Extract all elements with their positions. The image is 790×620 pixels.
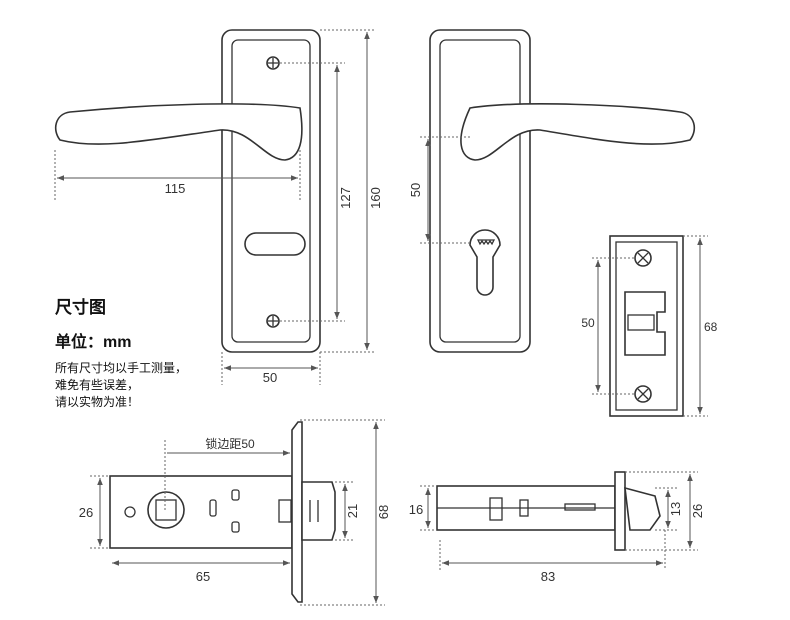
dim-plate-height: 160 [368,187,383,209]
latch-side-view [420,471,698,570]
faceplate [291,421,303,603]
dimension-notes: 尺寸图 单位：mm 所有尺寸均以手工测量， 难免有些误差， 请以实物为准！ [55,293,187,411]
dim-backset: 锁边距50 [205,436,255,451]
privacy-slot [244,232,306,256]
dim-plate-width: 50 [263,370,277,385]
lever-handle [54,103,303,161]
dim-handle-to-cylinder: 50 [408,183,423,197]
dim-side-length: 83 [541,569,555,584]
notes-title: 尺寸图 [55,298,106,317]
dim-handle-length: 115 [165,181,186,196]
dim-latch-height: 26 [79,505,93,520]
notes-disclaimer-line: 请以实物为准！ [55,395,140,409]
dim-side-body-height: 16 [409,502,423,517]
back-handle-view [420,29,696,353]
latch-bolt [624,486,661,531]
dim-bolt-height: 21 [345,504,360,518]
dim-strike-height: 68 [704,320,718,334]
front-handle-view [54,29,375,385]
key-cylinder [469,229,501,296]
lever-handle [460,103,696,161]
dim-latch-length: 65 [196,569,210,584]
dim-side-bolt: 13 [668,502,683,516]
strike-plate-view [592,235,708,417]
dim-strike-screw-spacing: 50 [581,316,595,330]
notes-unit: 单位：mm [55,334,132,351]
notes-disclaimer-line: 难免有些误差， [55,378,140,392]
dim-screw-spacing: 127 [338,187,353,209]
latch-front-view [90,419,385,606]
notes-disclaimer-line: 所有尺寸均以手工测量， [55,361,188,375]
dim-side-face: 26 [690,504,705,518]
dim-faceplate-height: 68 [376,505,391,519]
